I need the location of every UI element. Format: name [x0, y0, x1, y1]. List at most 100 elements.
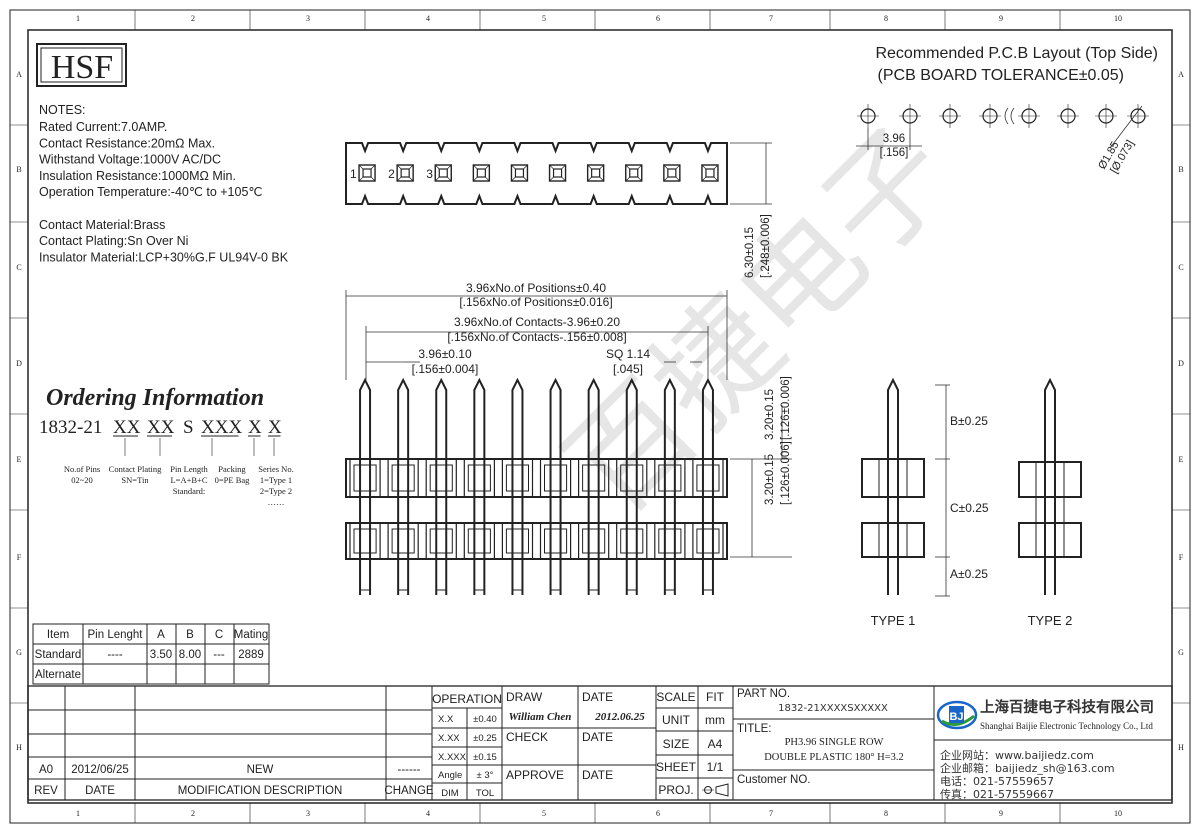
inner-border	[27, 29, 1173, 804]
top-pin-bevel	[701, 164, 719, 182]
pin-number: 3	[426, 167, 433, 181]
ordering-label: 0=PE Bag	[215, 475, 251, 485]
top-pin-bevel	[625, 164, 642, 182]
draw-label: DRAW	[506, 690, 543, 704]
top-pin-inner	[705, 168, 715, 178]
draw-date: 2012.06.25	[594, 711, 645, 723]
top-pin-square	[396, 164, 414, 182]
col-label: 6	[656, 14, 660, 23]
col-label: 3	[306, 14, 310, 23]
dim-positions-in: [.156xNo.of Positions±0.016]	[459, 295, 612, 309]
top-height: 6.30±0.15	[744, 227, 756, 278]
dim-h1: 3.20±0.15	[764, 389, 776, 440]
row-label: D	[1178, 359, 1184, 368]
note-line: Contact Resistance:20mΩ Max.	[39, 136, 215, 150]
ordering-label: Packing	[218, 464, 246, 474]
top-pin-square	[701, 164, 719, 182]
dim-contacts: 3.96xNo.of Contacts-3.96±0.20	[454, 315, 620, 329]
row-label: H	[1178, 743, 1184, 752]
col-label: 8	[884, 14, 888, 23]
sheet-label: SHEET	[656, 760, 697, 774]
company-tel: 电话：021-57559657	[940, 775, 1054, 788]
pin-table-cell: 8.00	[179, 649, 201, 661]
note-line: Insulator Material:LCP+30%G.F UL94V-0 BK	[39, 250, 289, 264]
pcb-tolerance: (PCB BOARD TOLERANCE±0.05)	[878, 67, 1124, 84]
side-pin	[1044, 377, 1056, 595]
tolerance-foot: DIM	[441, 788, 459, 799]
top-pin-bevel	[663, 164, 681, 182]
side-housing-inner	[878, 458, 908, 498]
company-fax: 传真：021-57559667	[940, 787, 1054, 801]
dim-h1-in: [.126±0.006]	[780, 376, 792, 440]
ordering-segment: X	[268, 417, 282, 438]
dim-sq: SQ 1.14	[606, 347, 650, 361]
pin	[435, 377, 448, 595]
col-label: 7	[769, 809, 773, 818]
col-label: 10	[1114, 809, 1122, 818]
row-label: F	[1179, 553, 1184, 562]
pin-table-cell: 2889	[238, 649, 264, 661]
ordering-label: ……	[268, 497, 285, 507]
ordering-label: 2=Type 2	[260, 486, 292, 496]
pin-table-header: Mating	[234, 629, 269, 641]
svg-text:BJ: BJ	[949, 711, 963, 723]
top-pin-square	[586, 164, 605, 182]
top-pin-bevel	[473, 164, 490, 182]
dim-h2: 3.20±0.15	[764, 454, 776, 505]
col-label: 8	[884, 809, 888, 818]
top-pin-inner	[438, 168, 448, 178]
housing-window	[467, 528, 491, 554]
size-label: SIZE	[663, 737, 690, 751]
tolerance-value: ±0.15	[473, 752, 497, 763]
housing	[345, 458, 728, 498]
title-line2: DOUBLE PLASTIC 180° H=3.2	[764, 752, 904, 763]
housing-window	[391, 464, 415, 492]
row-label: F	[17, 553, 22, 562]
scale-label: SCALE	[656, 690, 695, 704]
dim-contacts-in: [.156xNo.of Contacts-.156±0.008]	[447, 330, 626, 344]
pin	[473, 377, 486, 595]
note-line: Contact Material:Brass	[39, 218, 165, 232]
housing-window	[620, 528, 644, 554]
row-label: A	[16, 70, 22, 79]
dim-pitch-in: [.156±0.004]	[412, 362, 479, 376]
top-pin-inner	[476, 168, 486, 178]
notes: NOTES: Rated Current:7.0AMP.Contact Resi…	[39, 103, 289, 264]
top-pin-inner	[362, 168, 372, 178]
row-label: E	[17, 455, 22, 464]
note-line: Rated Current:7.0AMP.	[39, 120, 167, 134]
col-label: 4	[426, 14, 430, 23]
dim-a: A±0.25	[950, 567, 988, 581]
col-label: 4	[426, 809, 430, 818]
dim-pitch: 3.96±0.10	[418, 347, 472, 361]
col-label: 5	[542, 809, 546, 818]
top-pin-bevel	[396, 164, 414, 182]
pin-number: 1	[350, 167, 357, 181]
unit-value: mm	[705, 713, 725, 727]
type1-label: TYPE 1	[871, 613, 916, 628]
pin	[549, 377, 562, 595]
top-pin-square	[510, 164, 529, 182]
housing-window	[467, 464, 491, 492]
top-pin-bevel	[435, 164, 452, 182]
proj-label: PROJ.	[658, 783, 693, 797]
housing-window	[505, 528, 529, 554]
revision-header: MODIFICATION DESCRIPTION	[178, 785, 343, 797]
pin-number: 2	[388, 167, 395, 181]
housing	[345, 522, 728, 560]
draw-date-label: DATE	[582, 690, 613, 704]
ordering-segment: XX	[113, 417, 141, 438]
pcb-layout: Recommended P.C.B Layout (Top Side) (PCB…	[856, 45, 1158, 176]
housing-window	[429, 464, 453, 492]
col-label: 2	[191, 14, 195, 23]
top-pin-bevel	[358, 164, 376, 182]
ordering-title: Ordering Information	[46, 385, 264, 411]
col-label: 3	[306, 809, 310, 818]
pin-table-cell: Standard	[35, 649, 82, 661]
row-label: G	[16, 648, 22, 657]
side-housing	[1018, 522, 1082, 558]
title-label: TITLE:	[737, 723, 772, 735]
note-line: Withstand Voltage:1000V AC/DC	[39, 153, 221, 167]
